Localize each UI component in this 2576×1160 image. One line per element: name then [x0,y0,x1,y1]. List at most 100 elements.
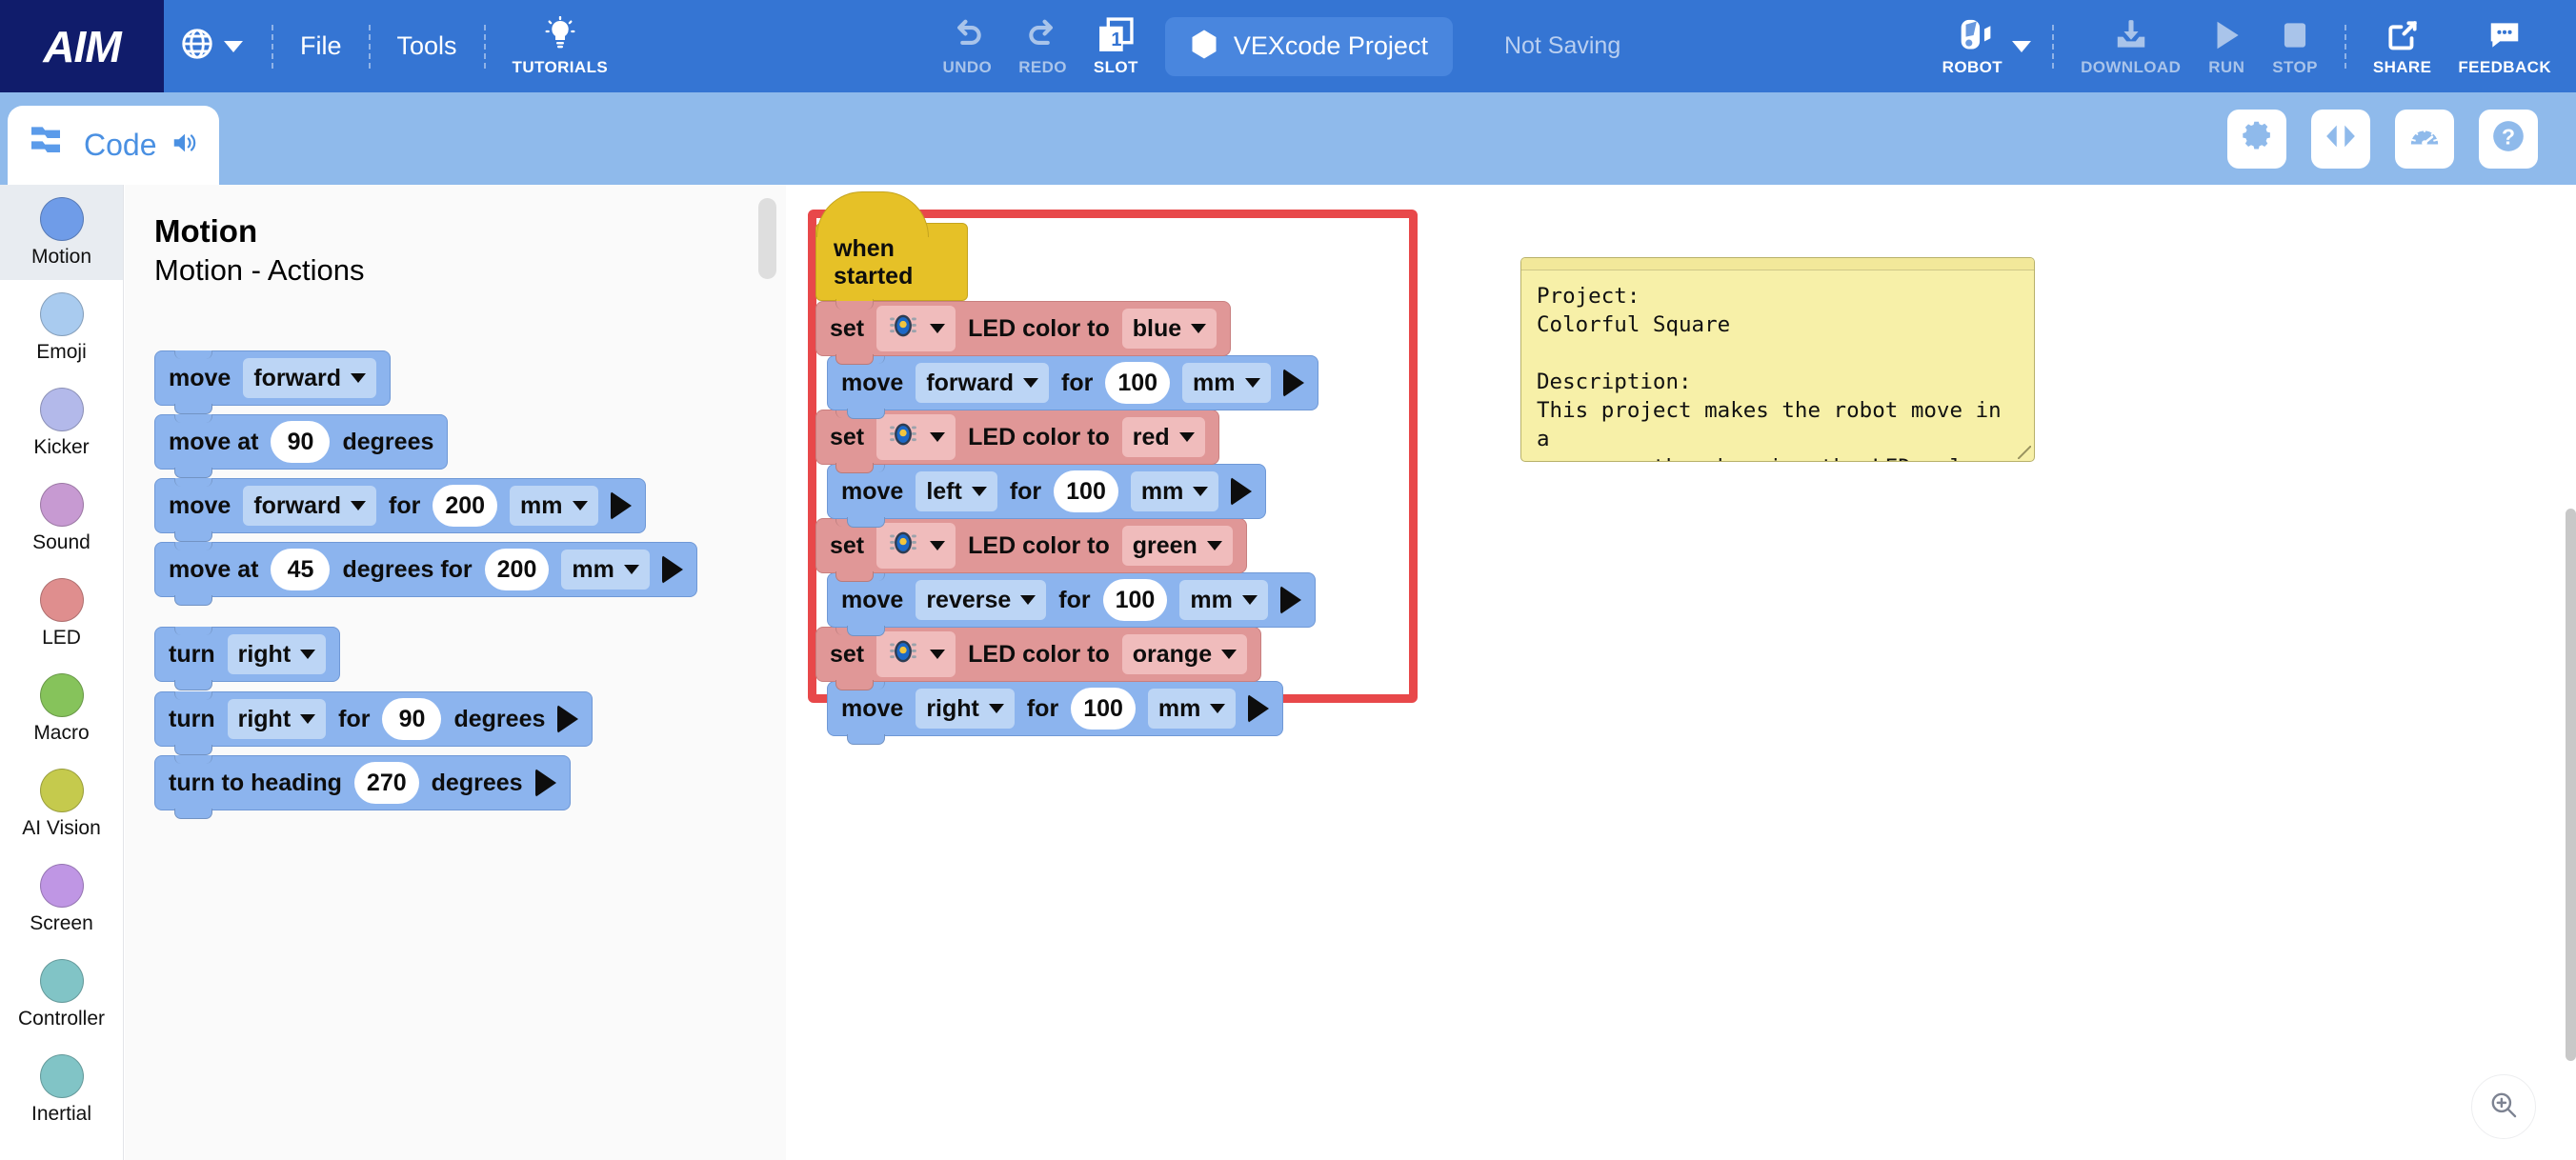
language-selector[interactable] [164,26,258,67]
palette-block-move-dir-dropdown-1[interactable]: forward [243,358,376,398]
palette-scrollbar[interactable] [758,198,776,279]
palette-title: Motion [154,213,258,249]
category-item-label: AI Vision [22,816,101,839]
settings-button[interactable] [2227,109,2286,169]
view-code-button[interactable] [2311,109,2370,169]
download-button[interactable]: DOWNLOAD [2067,0,2194,92]
block-play-icon[interactable] [1282,369,1304,397]
workspace-block-1-dropdown-1[interactable]: forward [916,363,1049,403]
palette-block-move-at-deg-for-number-input-3[interactable]: 200 [484,549,550,590]
workspace-block-5-dropdown-4[interactable]: mm [1179,580,1268,620]
workspace-block-2-dropdown-3[interactable]: red [1121,417,1205,457]
workspace-block-3-dropdown-4[interactable]: mm [1130,471,1219,511]
file-menu[interactable]: File [287,0,355,92]
comment-titlebar[interactable] [1521,258,2034,270]
workspace-block-5-number-input-3[interactable]: 100 [1102,579,1168,621]
comment-text[interactable]: Project: Colorful Square Description: Th… [1537,284,2002,461]
workspace-block-4-device-dropdown[interactable] [876,523,956,569]
workspace-block-7-dropdown-1[interactable]: right [916,689,1015,729]
workspace-block-0-device-dropdown[interactable] [876,306,956,351]
workspace-block-7-dropdown-4[interactable]: mm [1147,689,1237,729]
run-button[interactable]: RUN [2194,0,2259,92]
undo-label: UNDO [942,58,993,76]
category-item-motion[interactable]: Motion [0,185,123,280]
project-comment[interactable]: Project: Colorful Square Description: Th… [1520,257,2035,462]
feedback-button[interactable]: FEEDBACK [2445,0,2576,92]
workspace-block-2-device-dropdown[interactable] [876,414,956,460]
workspace-block-6-dropdown-3[interactable]: orange [1121,634,1248,674]
palette-block-move-dir-for-dropdown-1[interactable]: forward [243,486,376,526]
palette-block-turn-dir-dropdown-1[interactable]: right [227,634,327,674]
block-play-icon[interactable] [661,555,683,584]
block-play-icon[interactable] [1231,477,1253,506]
undo-button[interactable]: UNDO [930,0,1006,92]
divider [272,24,273,69]
category-item-controller[interactable]: Controller [0,947,123,1042]
category-item-inertial[interactable]: Inertial [0,1042,123,1137]
category-item-kicker[interactable]: Kicker [0,375,123,470]
category-item-macro[interactable]: Macro [0,661,123,756]
palette-block-turn-dir-for-deg-dropdown-1[interactable]: right [227,699,327,739]
category-item-ai-vision[interactable]: AI Vision [0,756,123,851]
palette-block-move-at-degrees-number-input-1[interactable]: 90 [271,421,331,463]
block-play-icon[interactable] [557,705,579,733]
tab-code[interactable]: Code [8,106,219,185]
palette-block-move-dir-for-number-input-3[interactable]: 200 [433,485,498,527]
share-button[interactable]: SHARE [2360,0,2445,92]
workspace-block-0-dropdown-3[interactable]: blue [1121,309,1218,349]
block-play-icon[interactable] [1279,586,1301,614]
palette-block-turn-to-heading-number-input-1[interactable]: 270 [353,762,419,804]
zoom-in-button[interactable] [2471,1074,2536,1139]
stop-button[interactable]: STOP [2259,0,2331,92]
workspace-block-7-number-input-3[interactable]: 100 [1071,688,1136,730]
palette-block-move-dir-for-dropdown-4[interactable]: mm [510,486,598,526]
workspace-block-5-dropdown-1[interactable]: reverse [916,580,1047,620]
block-when-started[interactable]: when started [815,191,968,310]
category-item-screen[interactable]: Screen [0,851,123,947]
project-name-field[interactable]: VEXcode Project [1164,16,1453,76]
palette-block-turn-dir-for-deg-number-input-3[interactable]: 90 [382,698,442,740]
comment-resize-handle[interactable] [2018,446,2031,459]
speaker-icon[interactable] [169,129,201,162]
tutorials-button[interactable]: TUTORIALS [499,0,622,92]
workspace-block-1-dropdown-4[interactable]: mm [1182,363,1271,403]
workspace-block-6-device-dropdown[interactable] [876,631,956,677]
workspace-scrollbar[interactable] [2566,509,2576,1061]
category-item-led[interactable]: LED [0,566,123,661]
workspace-block-3-number-input-3[interactable]: 100 [1054,470,1118,512]
workspace-block-3-dropdown-1[interactable]: left [916,471,997,511]
robot-chevron-down-icon[interactable] [2012,40,2032,52]
tools-menu[interactable]: Tools [384,0,471,92]
slot-button[interactable]: 1 SLOT [1080,0,1152,92]
robot-selector[interactable]: ROBOT [1929,0,2016,92]
redo-button[interactable]: REDO [1005,0,1080,92]
category-item-emoji[interactable]: Emoji [0,280,123,375]
tutorials-label: TUTORIALS [512,58,609,76]
block-play-icon[interactable] [1248,694,1270,723]
block-play-icon[interactable] [534,769,556,797]
workspace-block-4-dropdown-3[interactable]: green [1121,526,1233,566]
workspace-block-1-number-input-3[interactable]: 100 [1105,362,1171,404]
palette-block-move-at-deg-for-number-input-1[interactable]: 45 [271,549,331,590]
help-button[interactable]: ? [2479,109,2538,169]
block-play-icon[interactable] [610,491,632,520]
category-item-label: Inertial [30,1102,92,1125]
dashboard-button[interactable] [2395,109,2454,169]
category-item-sound[interactable]: Sound [0,470,123,566]
palette-block-move-at-deg-for-dropdown-4[interactable]: mm [561,550,650,590]
